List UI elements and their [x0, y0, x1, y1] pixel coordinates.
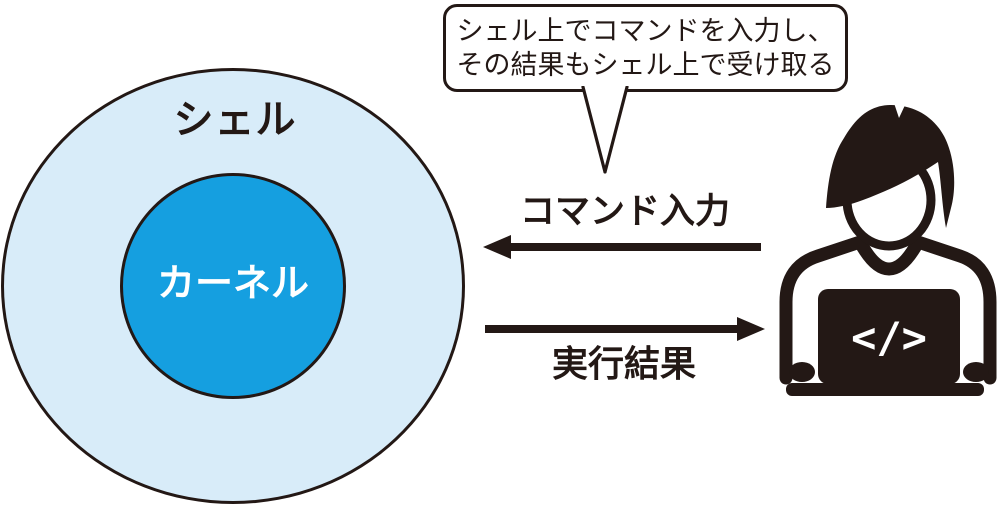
laptop-base	[786, 383, 984, 396]
speech-bubble-line1: シェル上でコマンドを入力し、	[456, 16, 835, 46]
speech-bubble-tail-icon	[581, 86, 629, 174]
shell-label: シェル	[173, 98, 297, 142]
kernel-circle	[120, 173, 346, 399]
kernel-label: カーネル	[156, 263, 309, 305]
code-icon: </>	[851, 313, 927, 362]
laptop-screen	[818, 289, 960, 384]
user-at-laptop-icon: </>	[779, 103, 997, 396]
speech-bubble: シェル上でコマンドを入力し、 その結果もシェル上で受け取る	[443, 4, 848, 92]
user-hand-right	[963, 362, 989, 382]
user-hair	[826, 105, 955, 228]
result-arrow-icon	[485, 317, 765, 341]
command-input-arrow-icon	[483, 235, 761, 259]
user-hand-left	[789, 362, 815, 382]
speech-bubble-line2: その結果もシェル上で受け取る	[456, 50, 835, 80]
user-hair-part	[894, 103, 906, 118]
command-input-label: コマンド入力	[519, 192, 730, 231]
result-label: 実行結果	[551, 343, 696, 384]
